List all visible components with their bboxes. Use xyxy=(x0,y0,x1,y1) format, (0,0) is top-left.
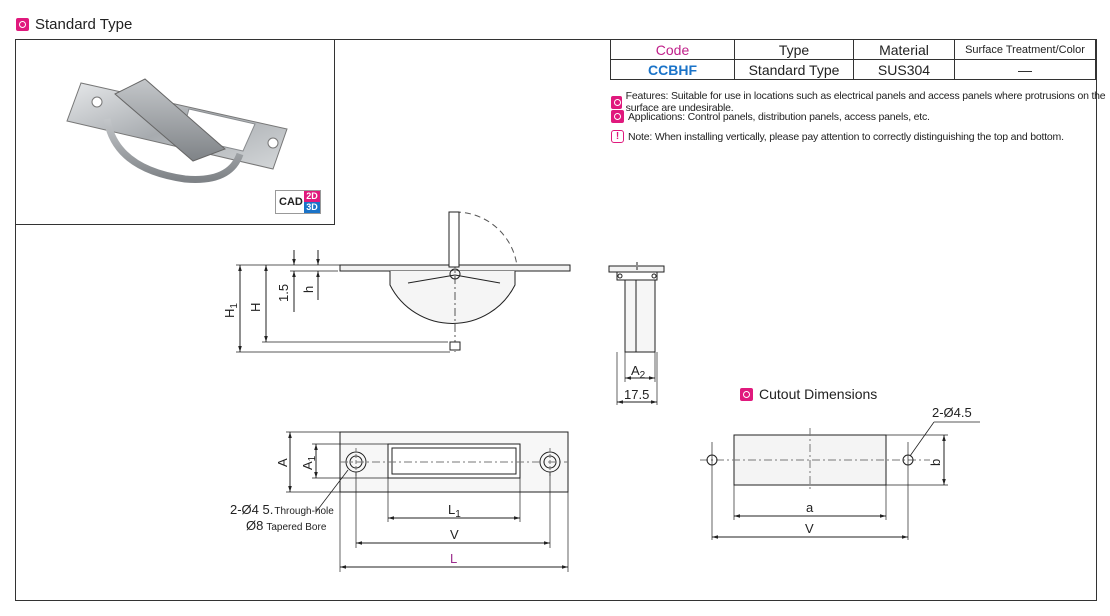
dim-L1-label: L1 xyxy=(448,502,461,520)
cutout-b-label: b xyxy=(928,459,943,466)
dim-A-label: A xyxy=(275,458,290,467)
dim-h-label: h xyxy=(301,286,316,293)
cad-2d-label: 2D xyxy=(304,191,320,202)
cell-type: Standard Type xyxy=(734,59,854,80)
dim-H-label: H xyxy=(248,303,263,312)
dim-17-5-label: 17.5 xyxy=(624,387,649,402)
note-features: Features: Suitable for use in locations … xyxy=(611,90,1110,114)
dim-H1-label: H1 xyxy=(222,303,240,318)
hole-callout: 2-Ø4 5.Through-hole xyxy=(230,502,334,517)
dim-1-5-label: 1.5 xyxy=(276,284,291,302)
cell-code: CCBHF xyxy=(610,59,735,80)
header-surface: Surface Treatment/Color xyxy=(954,39,1096,60)
header-material: Material xyxy=(853,39,955,60)
note-applications: Applications: Control panels, distributi… xyxy=(611,110,930,123)
cutout-title-text: Cutout Dimensions xyxy=(759,386,878,402)
drawing-frame xyxy=(15,39,1097,601)
section-title-text: Standard Type xyxy=(35,16,133,33)
cad-label: CAD xyxy=(279,196,303,208)
note-applications-text: Applications: Control panels, distributi… xyxy=(628,110,930,123)
dim-V-label: V xyxy=(450,527,459,542)
circle-marker-icon xyxy=(740,387,753,401)
circle-marker-icon xyxy=(611,95,622,109)
note-features-text: Features: Suitable for use in locations … xyxy=(625,90,1106,114)
circle-marker-icon xyxy=(611,110,624,123)
product-photo-panel xyxy=(15,39,335,225)
note-caution: ! Note: When installing vertically, plea… xyxy=(611,130,1064,143)
cell-surface: — xyxy=(954,59,1096,80)
spec-header-row: Code Type Material Surface Treatment/Col… xyxy=(610,39,1096,60)
circle-marker-icon xyxy=(16,18,29,31)
cutout-V-label: V xyxy=(805,521,814,536)
product-photo xyxy=(66,78,288,183)
dim-A2-label: A2 xyxy=(631,363,646,381)
cutout-title: Cutout Dimensions xyxy=(740,386,877,402)
exclamation-icon: ! xyxy=(611,130,624,143)
cutout-a-label: a xyxy=(806,500,814,515)
section-title: Standard Type xyxy=(16,16,132,33)
cutout-view xyxy=(700,421,980,540)
dim-L-label: L xyxy=(450,551,457,566)
end-view xyxy=(608,262,665,405)
spec-data-row: CCBHF Standard Type SUS304 — xyxy=(610,59,1096,80)
cutout-holes-label: 2-Ø4.5 xyxy=(932,405,972,420)
cad-badge[interactable]: CAD 2D 3D xyxy=(275,190,321,214)
cad-3d-label: 3D xyxy=(304,202,320,213)
spec-table: Code Type Material Surface Treatment/Col… xyxy=(610,39,1096,80)
dim-A1-label: A1 xyxy=(300,455,318,470)
note-caution-text: Note: When installing vertically, please… xyxy=(628,130,1064,143)
front-view xyxy=(286,431,569,572)
cell-material: SUS304 xyxy=(853,59,955,80)
side-view xyxy=(236,211,571,353)
